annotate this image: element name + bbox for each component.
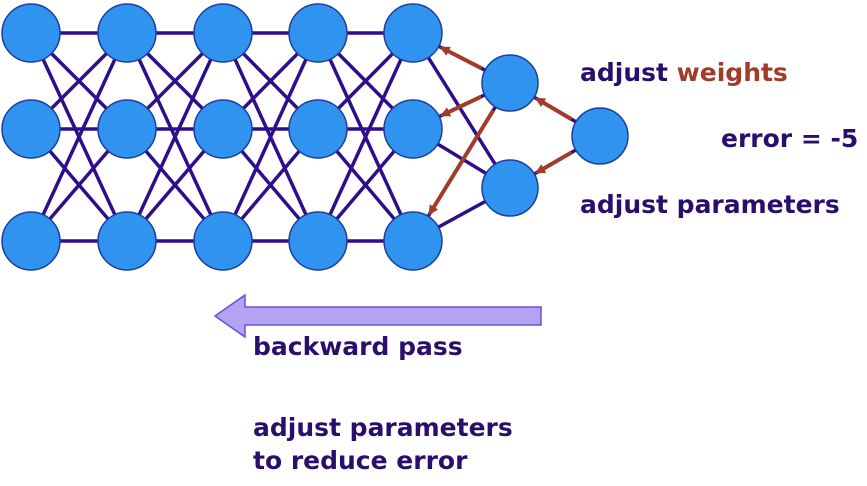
neuron-node: [288, 99, 348, 159]
backward-pass-label: backward pass: [253, 332, 463, 361]
neuron-node: [97, 99, 157, 159]
neuron-node: [383, 3, 443, 63]
network-nodes: [1, 3, 629, 271]
gradient-arrow: [439, 46, 483, 71]
neuron-node: [383, 99, 443, 159]
neuron-node: [193, 211, 253, 271]
gradient-arrows: [428, 46, 573, 216]
neuron-node: [481, 159, 539, 217]
neuron-node: [97, 211, 157, 271]
neuron-node: [1, 3, 61, 63]
gradient-arrow: [440, 94, 482, 117]
neuron-node: [193, 99, 253, 159]
gradient-arrow: [535, 150, 573, 174]
reduce-error-line-1: adjust parameters: [253, 413, 513, 442]
neuron-node: [288, 3, 348, 63]
weights-word: weights: [676, 58, 788, 87]
backward-pass-arrow: [213, 293, 542, 339]
adjust-prefix: adjust: [580, 58, 677, 87]
neuron-node: [97, 3, 157, 63]
gradient-arrow: [428, 109, 495, 216]
network-edge: [221, 32, 320, 242]
network-edge: [411, 32, 512, 189]
neuron-node: [1, 211, 61, 271]
neuron-node: [383, 211, 443, 271]
reduce-error-line-2: to reduce error: [253, 446, 468, 475]
adjust-parameters-label: adjust parameters: [580, 190, 840, 219]
neuron-node: [288, 211, 348, 271]
adjust-weights-label: adjust weights: [580, 58, 788, 88]
neuron-node: [1, 99, 61, 159]
gradient-arrow: [534, 97, 573, 121]
output-node: [571, 107, 629, 165]
network-edge: [316, 32, 415, 242]
network-edge: [29, 32, 129, 242]
neuron-node: [481, 54, 539, 112]
reduce-error-label: adjust parameters to reduce error: [253, 411, 513, 477]
error-label: error = -5: [721, 124, 859, 153]
network-edge: [125, 32, 225, 242]
neuron-node: [193, 3, 253, 63]
